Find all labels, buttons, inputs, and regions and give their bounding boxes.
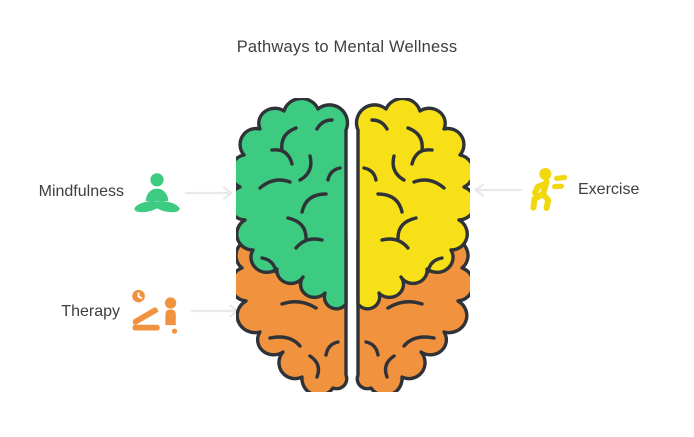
exercise-label: Exercise (578, 181, 640, 198)
brain-outline-group (227, 96, 477, 398)
mindfulness-label: Mindfulness (38, 183, 124, 200)
page-title: Pathways to Mental Wellness (236, 38, 458, 56)
brain-right-hemisphere (354, 96, 477, 398)
therapy-couch-icon (129, 287, 181, 344)
brain-left-hemisphere (227, 96, 350, 398)
mindfulness-arrow-icon (184, 185, 240, 206)
exercise-arrow-icon (467, 182, 523, 203)
meditation-icon (133, 171, 181, 224)
runner-icon (521, 166, 569, 219)
brain-illustration (227, 96, 477, 398)
therapy-label: Therapy (61, 303, 120, 320)
